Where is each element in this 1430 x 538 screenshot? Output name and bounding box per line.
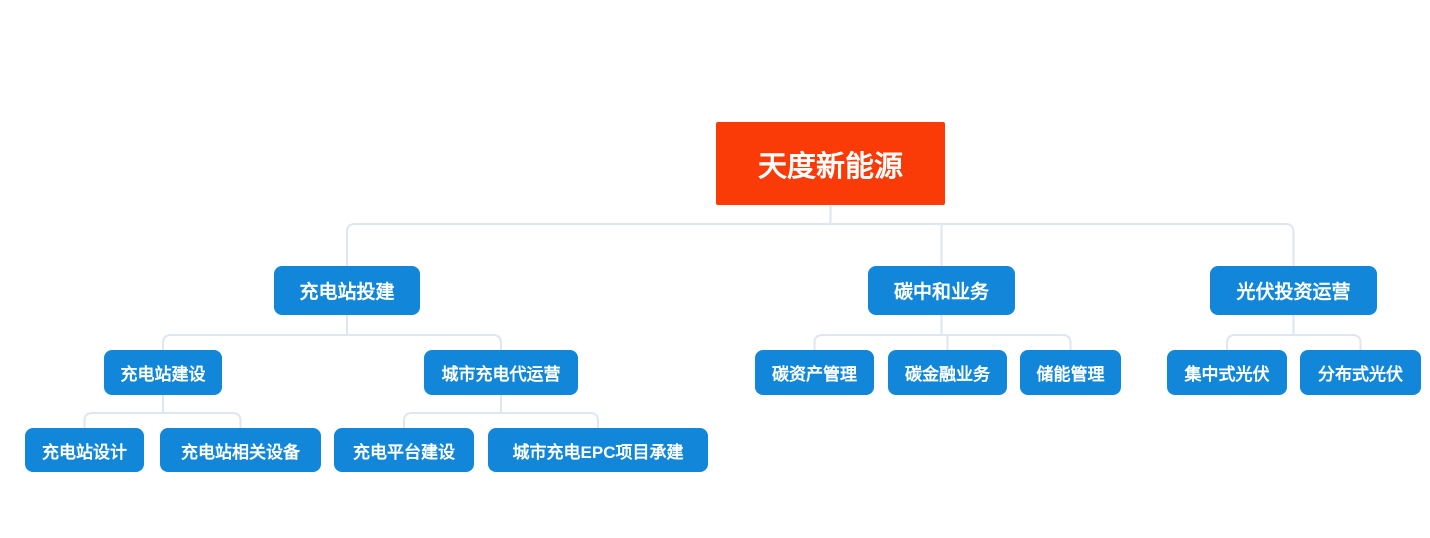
node-city-charging-agency-operation[interactable]: 城市充电代运营	[424, 350, 578, 395]
connector-city-charging-bus	[403, 412, 599, 429]
node-company-root[interactable]: 天度新能源	[716, 122, 945, 205]
connector-carbon-neutral-bus	[813, 334, 1072, 351]
node-energy-storage-management[interactable]: 储能管理	[1020, 350, 1121, 395]
connector-pv-bus	[1226, 334, 1362, 351]
node-carbon-finance-business[interactable]: 碳金融业务	[888, 350, 1007, 395]
connector-root-bus	[346, 223, 1295, 267]
node-charging-station-construction[interactable]: 充电站建设	[104, 350, 222, 395]
node-city-charging-epc-projects[interactable]: 城市充电EPC项目承建	[488, 428, 708, 472]
node-pv-investment-operation[interactable]: 光伏投资运营	[1210, 266, 1377, 315]
node-carbon-asset-management[interactable]: 碳资产管理	[755, 350, 874, 395]
node-charging-station-investment[interactable]: 充电站投建	[274, 266, 420, 315]
node-charging-station-equipment[interactable]: 充电站相关设备	[160, 428, 321, 472]
connector-charging-investment-bus	[162, 334, 502, 351]
connector-station-construction-bus	[83, 412, 242, 429]
node-carbon-neutral-business[interactable]: 碳中和业务	[868, 266, 1015, 315]
node-charging-station-design[interactable]: 充电站设计	[25, 428, 144, 472]
node-centralized-pv[interactable]: 集中式光伏	[1167, 350, 1287, 395]
node-charging-platform-construction[interactable]: 充电平台建设	[334, 428, 474, 472]
node-distributed-pv[interactable]: 分布式光伏	[1300, 350, 1421, 395]
